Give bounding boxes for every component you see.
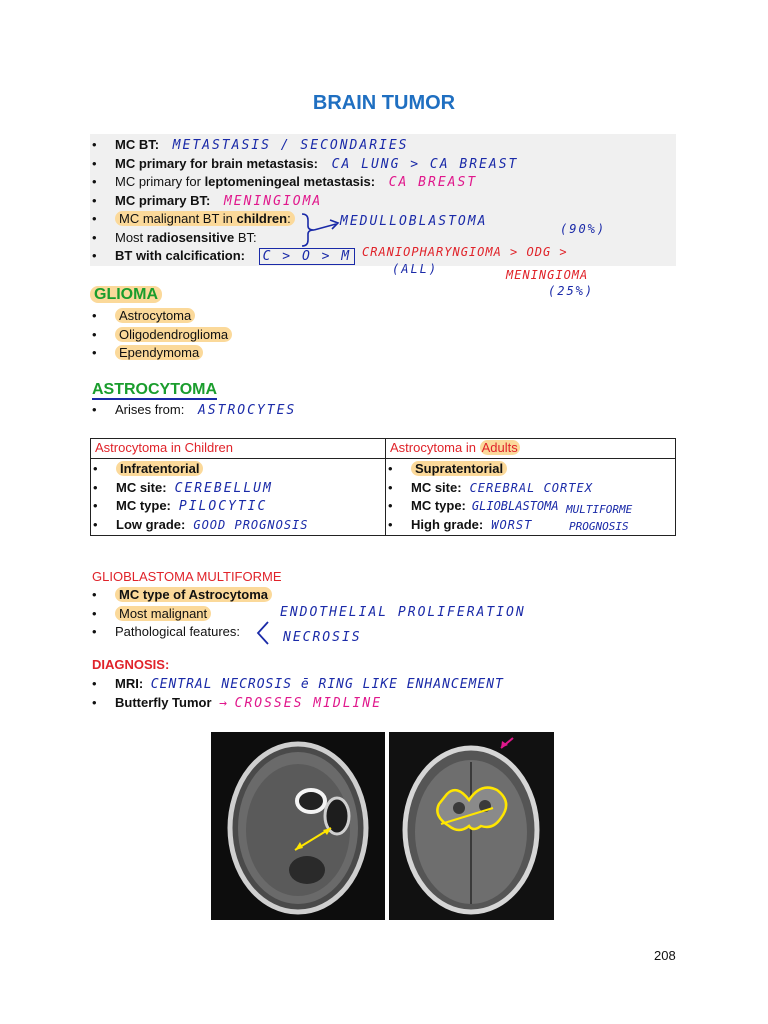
handwritten-feature-2: NECROSIS (283, 630, 362, 645)
handwritten-note: CENTRAL NECROSIS ē RING LIKE ENHANCEMENT (150, 677, 504, 692)
table-row: MC type:GLIOBLASTOMA (386, 497, 671, 516)
table-row: MC type:PILOCYTIC (91, 497, 381, 516)
list-item: MRI: CENTRAL NECROSIS ē RING LIKE ENHANC… (90, 675, 504, 694)
handwritten-note: MENINGIOMA (223, 193, 323, 209)
table-header-adults: Astrocytoma in Adults (385, 438, 676, 459)
list-item: Ependymoma (90, 344, 232, 363)
list-item: MC primary for leptomeningeal metastasis… (90, 173, 690, 192)
handwritten-note-medulloblastoma: MEDULLOBLASTOMA (340, 214, 488, 229)
list-item: Astrocytoma (90, 307, 232, 326)
page-title: BRAIN TUMOR (312, 92, 456, 114)
list-item: MC primary BT: MENINGIOMA (90, 192, 690, 211)
astrocytoma-origin-list: Arises from: ASTROCYTES (90, 401, 296, 420)
table-row: High grade:WORST (386, 516, 671, 535)
handwritten-note: ASTROCYTES (197, 403, 297, 418)
handwritten-note: C > O > M (258, 248, 356, 265)
table-row: Infratentorial (91, 460, 381, 479)
mri-image-ring-enhancement (211, 732, 385, 920)
glioma-heading: GLIOMA (90, 286, 162, 304)
astrocytoma-heading: ASTROCYTOMA (92, 381, 218, 400)
astrocytoma-comparison-table: Astrocytoma in Children Astrocytoma in A… (90, 438, 676, 536)
handwritten-note-all: (ALL) (392, 262, 439, 276)
table-row: MC site:CEREBRAL CORTEX (386, 479, 671, 498)
page-number: 208 (654, 948, 676, 963)
list-item: Pathological features: (90, 623, 272, 642)
list-item: Most malignant (90, 605, 272, 624)
diagnosis-list: MRI: CENTRAL NECROSIS ē RING LIKE ENHANC… (90, 675, 504, 712)
list-item: MC BT: METASTASIS / SECONDARIES (90, 136, 690, 155)
list-item: Most radiosensitive BT: (90, 229, 690, 248)
table-row: MC site:CEREBELLUM (91, 479, 381, 498)
list-item: MC malignant BT in children: (90, 210, 690, 229)
handwritten-note-90pct: (90%) (560, 222, 607, 236)
list-item: MC primary for brain metastasis: CA LUNG… (90, 155, 690, 174)
handwritten-note-25pct: (25%) (548, 284, 595, 298)
table-cell-adults: Supratentorial MC site:CEREBRAL CORTEX M… (385, 458, 676, 536)
list-item: Arises from: ASTROCYTES (90, 401, 296, 420)
gbm-heading: GLIOBLASTOMA MULTIFORME (92, 569, 282, 584)
table-row: Low grade:GOOD PROGNOSIS (91, 516, 381, 535)
handwritten-note: CA BREAST (388, 175, 478, 190)
list-item: Butterfly Tumor → CROSSES MIDLINE (90, 694, 504, 713)
table-row: Supratentorial (386, 460, 671, 479)
list-item: BT with calcification: C > O > M (90, 247, 690, 266)
handwritten-feature-1: ENDOTHELIAL PROLIFERATION (280, 605, 526, 620)
list-item: MC type of Astrocytoma (90, 586, 273, 605)
gbm-list: MC type of Astrocytoma Most malignant Pa… (90, 586, 273, 642)
handwritten-note: METASTASIS / SECONDARIES (172, 138, 409, 153)
brain-tumor-facts-list: MC BT: METASTASIS / SECONDARIES MC prima… (90, 136, 690, 266)
glioma-list: Astrocytoma Oligodendroglioma Ependymoma (90, 307, 233, 363)
bracket-icon (256, 621, 269, 645)
handwritten-note: CA LUNG > CA BREAST (331, 156, 519, 172)
list-item: Oligodendroglioma (90, 326, 233, 345)
arrow-right-icon: → (219, 695, 229, 711)
handwritten-note-meningioma: MENINGIOMA (506, 268, 589, 282)
handwritten-note-multiforme: MULTIFORME (566, 503, 633, 516)
handwritten-note-craniopharyngioma: CRANIOPHARYNGIOMA > ODG > (362, 245, 568, 259)
table-cell-children: Infratentorial MC site:CEREBELLUM MC typ… (90, 458, 386, 536)
bracket-arrow-icon (301, 213, 340, 247)
table-header-children: Astrocytoma in Children (90, 438, 386, 459)
mri-image-butterfly-tumor (389, 732, 554, 920)
diagnosis-heading: DIAGNOSIS: (92, 657, 170, 672)
handwritten-note: CROSSES MIDLINE (234, 695, 383, 711)
handwritten-note-prognosis: PROGNOSIS (569, 520, 629, 533)
